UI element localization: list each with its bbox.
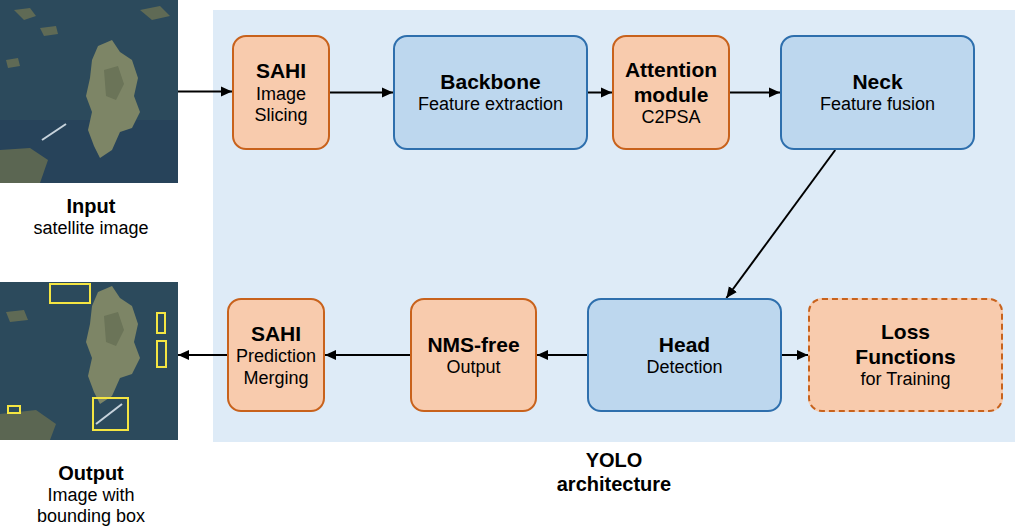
arrow-connector — [782, 354, 808, 356]
node-subtitle: Image with bounding box — [29, 485, 154, 528]
process-box: Attention moduleC2PSA — [612, 35, 730, 150]
training-box: Loss Functionsfor Training — [808, 298, 1003, 412]
bounding-box — [50, 284, 90, 303]
islet — [140, 6, 170, 20]
node-subtitle: C2PSA — [641, 107, 700, 129]
ship-wake — [42, 124, 66, 140]
satellite-image-with-boxes — [0, 282, 178, 440]
node-subtitle: Feature extraction — [418, 94, 563, 116]
node-subtitle: Detection — [646, 357, 722, 379]
arrow-connector — [178, 91, 232, 93]
arrow-connector — [325, 354, 410, 356]
islet — [6, 310, 28, 322]
island-detail — [104, 312, 124, 346]
arrow-connector — [726, 150, 835, 298]
process-box: BackboneFeature extraction — [393, 35, 588, 150]
island — [86, 286, 140, 404]
island-detail — [104, 66, 124, 100]
island — [86, 40, 140, 158]
bounding-box — [93, 398, 128, 430]
node-subtitle: satellite image — [33, 218, 148, 240]
process-box: SAHIPrediction Merging — [227, 298, 325, 412]
arrow-connector — [537, 354, 587, 356]
process-box: SAHIImage Slicing — [232, 35, 330, 150]
arrow-connector — [588, 92, 612, 94]
architecture-band: YOLO architectureSAHIImage SlicingBackbo… — [213, 10, 1015, 442]
process-box: NMS-freeOutput — [410, 298, 537, 412]
node-subtitle: Image Slicing — [240, 84, 322, 127]
sea — [0, 282, 178, 440]
node-title: Backbone — [440, 69, 540, 94]
node-title: NMS-free — [427, 332, 519, 357]
node-title: Neck — [852, 69, 902, 94]
sea — [0, 0, 178, 183]
node-title: SAHI — [251, 321, 301, 346]
band-heading: YOLO architecture — [539, 448, 689, 496]
node-title: Head — [659, 332, 710, 357]
node-title: Input — [67, 194, 116, 218]
islet — [0, 148, 48, 183]
bounding-box — [157, 313, 165, 333]
satellite-image — [0, 0, 178, 183]
arrow-connector — [730, 92, 780, 94]
input-image-node: Inputsatellite image — [0, 0, 182, 240]
islet — [0, 410, 56, 440]
node-subtitle: Output — [446, 357, 500, 379]
node-title: SAHI — [256, 58, 306, 83]
process-box: NeckFeature fusion — [780, 35, 975, 150]
arrow-connector — [178, 354, 227, 356]
bounding-box — [157, 341, 166, 367]
node-title: Loss Functions — [846, 319, 966, 369]
islet — [14, 8, 36, 20]
islet — [6, 58, 20, 68]
arrow-connector — [330, 92, 393, 94]
node-subtitle: Feature fusion — [820, 94, 935, 116]
node-title: Output — [58, 461, 124, 485]
node-subtitle: for Training — [860, 369, 950, 391]
process-box: HeadDetection — [587, 298, 782, 412]
node-subtitle: Prediction Merging — [235, 346, 317, 389]
node-title: Attention module — [620, 57, 722, 107]
islet — [40, 26, 58, 36]
output-image-node: OutputImage with bounding box — [0, 282, 182, 528]
bounding-box — [8, 406, 20, 413]
ship-wake — [96, 404, 122, 424]
